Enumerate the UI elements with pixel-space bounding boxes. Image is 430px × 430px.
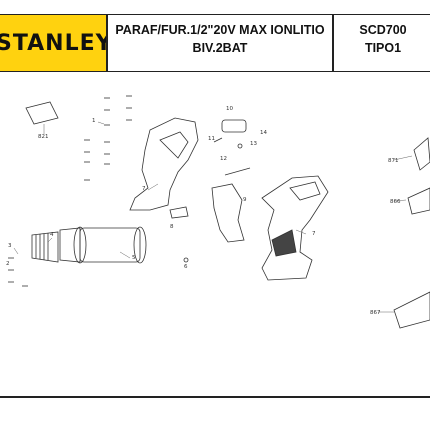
model-block: SCD700 TIPO1 (336, 21, 430, 57)
callout-11: 11 (208, 136, 215, 142)
housing-half-left (129, 117, 199, 211)
direction-switch-part (221, 119, 247, 133)
switch-part (169, 206, 189, 219)
label-sticker-part (25, 101, 59, 125)
callout-867: 867 (370, 310, 381, 316)
callout-14: 14 (260, 130, 267, 136)
callout-8: 8 (170, 224, 174, 230)
housing-half-right (261, 175, 329, 281)
product-title-line1: PARAF/FUR.1/2"20V MAX IONLITIO (115, 23, 325, 37)
product-title-line2: BIV.2BAT (192, 41, 248, 55)
chuck-part (31, 231, 59, 263)
divider (332, 15, 334, 71)
callout-3: 3 (8, 243, 12, 249)
callout-13: 13 (250, 141, 257, 147)
screws-group (84, 95, 132, 181)
callout-821: 821 (38, 134, 49, 140)
callout-871: 871 (388, 158, 399, 164)
battery-part-866 (407, 187, 430, 215)
exploded-view-drawing (8, 95, 430, 329)
callout-7b: 7 (312, 231, 316, 237)
brand-wordmark: STANLEY (0, 30, 106, 56)
title-block: STANLEY PARAF/FUR.1/2"20V MAX IONLITIO B… (0, 14, 430, 72)
callout-5: 5 (132, 255, 136, 261)
callout-4: 4 (50, 232, 54, 238)
callout-12: 12 (220, 156, 227, 162)
gearbox-motor (59, 226, 147, 264)
battery-part-871 (413, 137, 430, 171)
callout-866: 866 (390, 199, 401, 205)
charger-part-867 (393, 291, 430, 329)
callout-9: 9 (243, 197, 247, 203)
model-number: SCD700 (359, 23, 407, 37)
callout-10: 10 (226, 106, 233, 112)
circuit-board-part (211, 183, 245, 243)
callout-2: 2 (6, 261, 10, 267)
bottom-rule (0, 396, 430, 398)
product-title: PARAF/FUR.1/2"20V MAX IONLITIO BIV.2BAT (110, 21, 330, 57)
callout-6: 6 (184, 264, 188, 270)
model-type: TIPO1 (364, 41, 402, 55)
divider (106, 15, 108, 71)
callout-7: 7 (142, 186, 146, 192)
callout-1: 1 (92, 118, 96, 124)
stanley-logo: STANLEY (0, 15, 106, 71)
